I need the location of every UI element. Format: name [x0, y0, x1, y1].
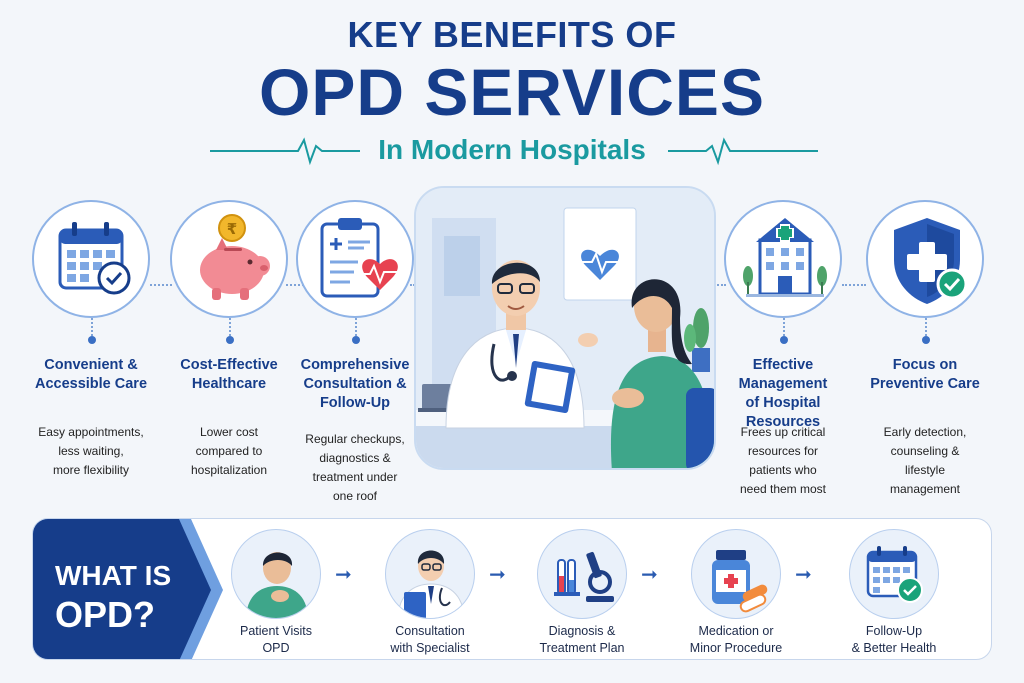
what-is-label: WHAT IS — [55, 560, 172, 591]
benefit-desc-comprehensive: Regular checkups,diagnostics &treatment … — [305, 432, 405, 503]
connector-line — [286, 284, 304, 286]
svg-text:₹: ₹ — [227, 220, 237, 238]
connector-line — [783, 318, 785, 340]
step-circle-patient — [231, 529, 321, 619]
microscope-test-tubes-icon — [554, 551, 614, 602]
benefit-icon-circle-convenient — [32, 200, 150, 318]
connector-line — [150, 284, 172, 286]
doctor-consultation-scene — [416, 188, 714, 468]
arrow-right-icon: ➞ — [641, 564, 658, 586]
step-label-diagnosis: Diagnosis &Treatment Plan — [539, 624, 625, 655]
opd-label: OPD? — [55, 594, 156, 635]
medicine-bottle-pills-icon — [712, 550, 768, 613]
benefit-icon-circle-resources — [724, 200, 842, 318]
connector-dot — [88, 336, 96, 344]
hospital-building-icon — [743, 218, 827, 297]
connector-line — [925, 318, 927, 340]
heartbeat-line-left-icon — [210, 137, 360, 166]
what-is-opd-heading: WHAT IS OPD? — [55, 559, 171, 637]
arrow-right-icon: ➞ — [795, 564, 812, 586]
connector-line — [91, 318, 93, 340]
title-line-1: KEY BENEFITS OF — [347, 14, 677, 55]
connector-line — [355, 318, 357, 340]
subtitle-row: In Modern Hospitals — [0, 132, 1024, 172]
doctor-patient-illustration — [414, 186, 716, 470]
benefit-desc-convenient: Easy appointments,less waiting,more flex… — [38, 425, 144, 477]
piggy-bank-rupee-icon: ₹ — [200, 214, 270, 300]
page-title: OPD SERVICES — [259, 55, 765, 129]
connector-dot — [780, 336, 788, 344]
doctor-icon — [397, 550, 465, 618]
benefit-icon-circle-cost: ₹ — [170, 200, 288, 318]
connector-dot — [922, 336, 930, 344]
connector-line — [714, 284, 726, 286]
benefit-icon-circle-preventive — [866, 200, 984, 318]
potted-plant-icon — [684, 308, 710, 372]
step-label-followup: Follow-Up& Better Health — [851, 624, 937, 655]
step-circle-followup — [849, 529, 939, 619]
heartbeat-line-right-icon — [668, 137, 818, 166]
what-is-opd-banner — [33, 519, 223, 659]
benefit-icon-circle-comprehensive — [296, 200, 414, 318]
step-circle-medication — [691, 529, 781, 619]
connector-line — [229, 318, 231, 340]
shield-cross-icon — [894, 218, 968, 304]
connector-dot — [226, 336, 234, 344]
arrow-right-icon: ➞ — [489, 564, 506, 586]
benefit-title-convenient: Convenient &Accessible Care — [34, 357, 148, 392]
arrow-right-icon: ➞ — [335, 564, 352, 586]
connector-dot — [352, 336, 360, 344]
calendar-check-icon — [58, 222, 131, 295]
step-circle-consultation — [385, 529, 475, 619]
subtitle: In Modern Hospitals — [378, 134, 646, 165]
clipboard-heart-icon — [320, 218, 398, 298]
step-circle-diagnosis — [537, 529, 627, 619]
calendar-check-icon — [866, 546, 923, 603]
connector-line — [842, 284, 866, 286]
patient-icon — [246, 552, 308, 618]
